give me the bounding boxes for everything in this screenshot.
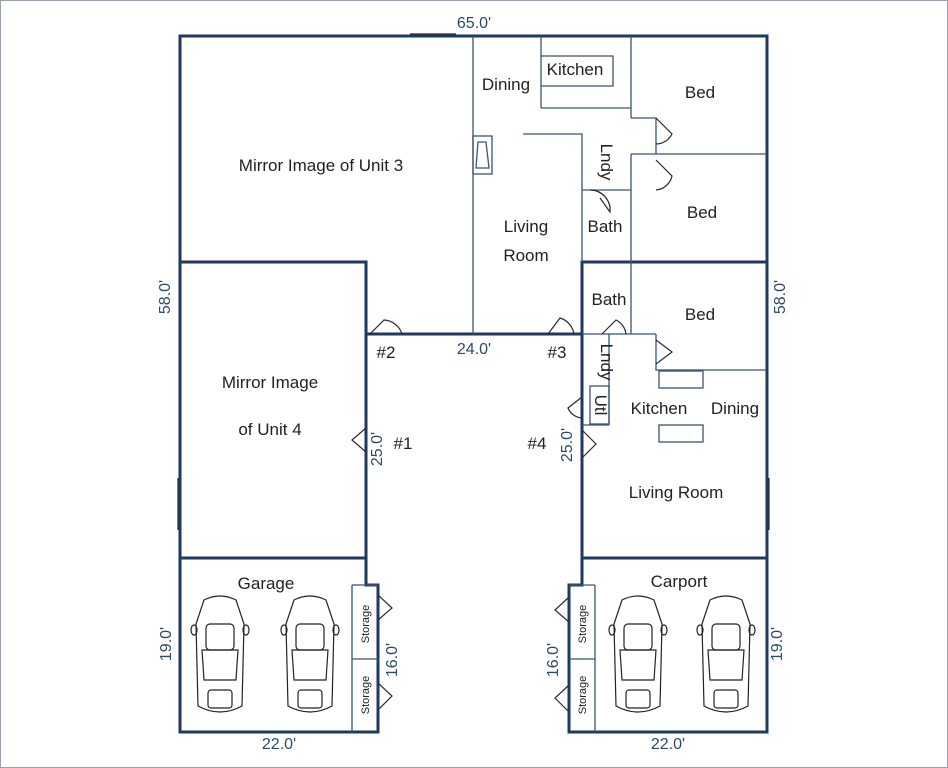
interior-walls-top [472,36,767,334]
interior-walls-right [582,262,767,443]
label-door-1: #1 [394,434,413,453]
dim-courtyard-width: 24.0' [457,341,491,358]
dim-garage-storage: 16.0' [384,643,401,677]
dim-top-width: 65.0' [457,15,491,32]
car-garage-right [280,595,340,713]
label-dining-top: Dining [482,75,530,94]
label-bath-right: Bath [592,290,627,309]
label-storage-carport-1: Storage [577,605,589,644]
label-mirror-unit4-line2: of Unit 4 [238,420,301,439]
label-bed-top2: Bed [687,203,717,222]
dim-carport-height: 19.0' [769,627,786,661]
label-door-3: #3 [548,343,567,362]
dim-right-height: 58.0' [772,280,789,314]
label-kitchen-top: Kitchen [547,60,604,79]
label-door-4: #4 [528,434,547,453]
label-storage-garage-1: Storage [360,605,372,644]
label-lndy-top: Lndy [597,144,616,181]
dim-garage-height: 19.0' [158,627,175,661]
car-carport-right [696,595,756,713]
label-dining-right: Dining [711,399,759,418]
dim-carport-width: 22.0' [651,736,685,753]
label-living-top-line1: Living [504,217,548,236]
door-swings [177,33,770,713]
dim-carport-storage: 16.0' [545,643,562,677]
label-mirror-unit3: Mirror Image of Unit 3 [239,156,403,175]
label-kitchen-right: Kitchen [631,399,688,418]
label-bed-right: Bed [685,305,715,324]
label-storage-carport-2: Storage [577,676,589,715]
label-bath-top: Bath [588,217,623,236]
label-bed-top1: Bed [685,83,715,102]
car-garage-left [190,595,250,713]
label-garage: Garage [238,574,295,593]
label-lndy-right: Lndy [597,344,616,381]
label-mirror-unit4-line1: Mirror Image [222,373,318,392]
label-living-right: Living Room [629,483,724,502]
label-living-top-line2: Room [503,246,548,265]
storage-walls [351,584,596,732]
dim-left-height: 58.0' [157,280,174,314]
dim-garage-width: 22.0' [262,736,296,753]
label-storage-garage-2: Storage [360,676,372,715]
label-door-2: #2 [377,343,396,362]
label-utl-right: Utl [591,395,610,416]
dim-door1-depth: 25.0' [369,432,386,466]
dim-door4-depth: 25.0' [559,428,576,462]
car-carport-left [608,595,668,713]
label-carport: Carport [651,572,708,591]
